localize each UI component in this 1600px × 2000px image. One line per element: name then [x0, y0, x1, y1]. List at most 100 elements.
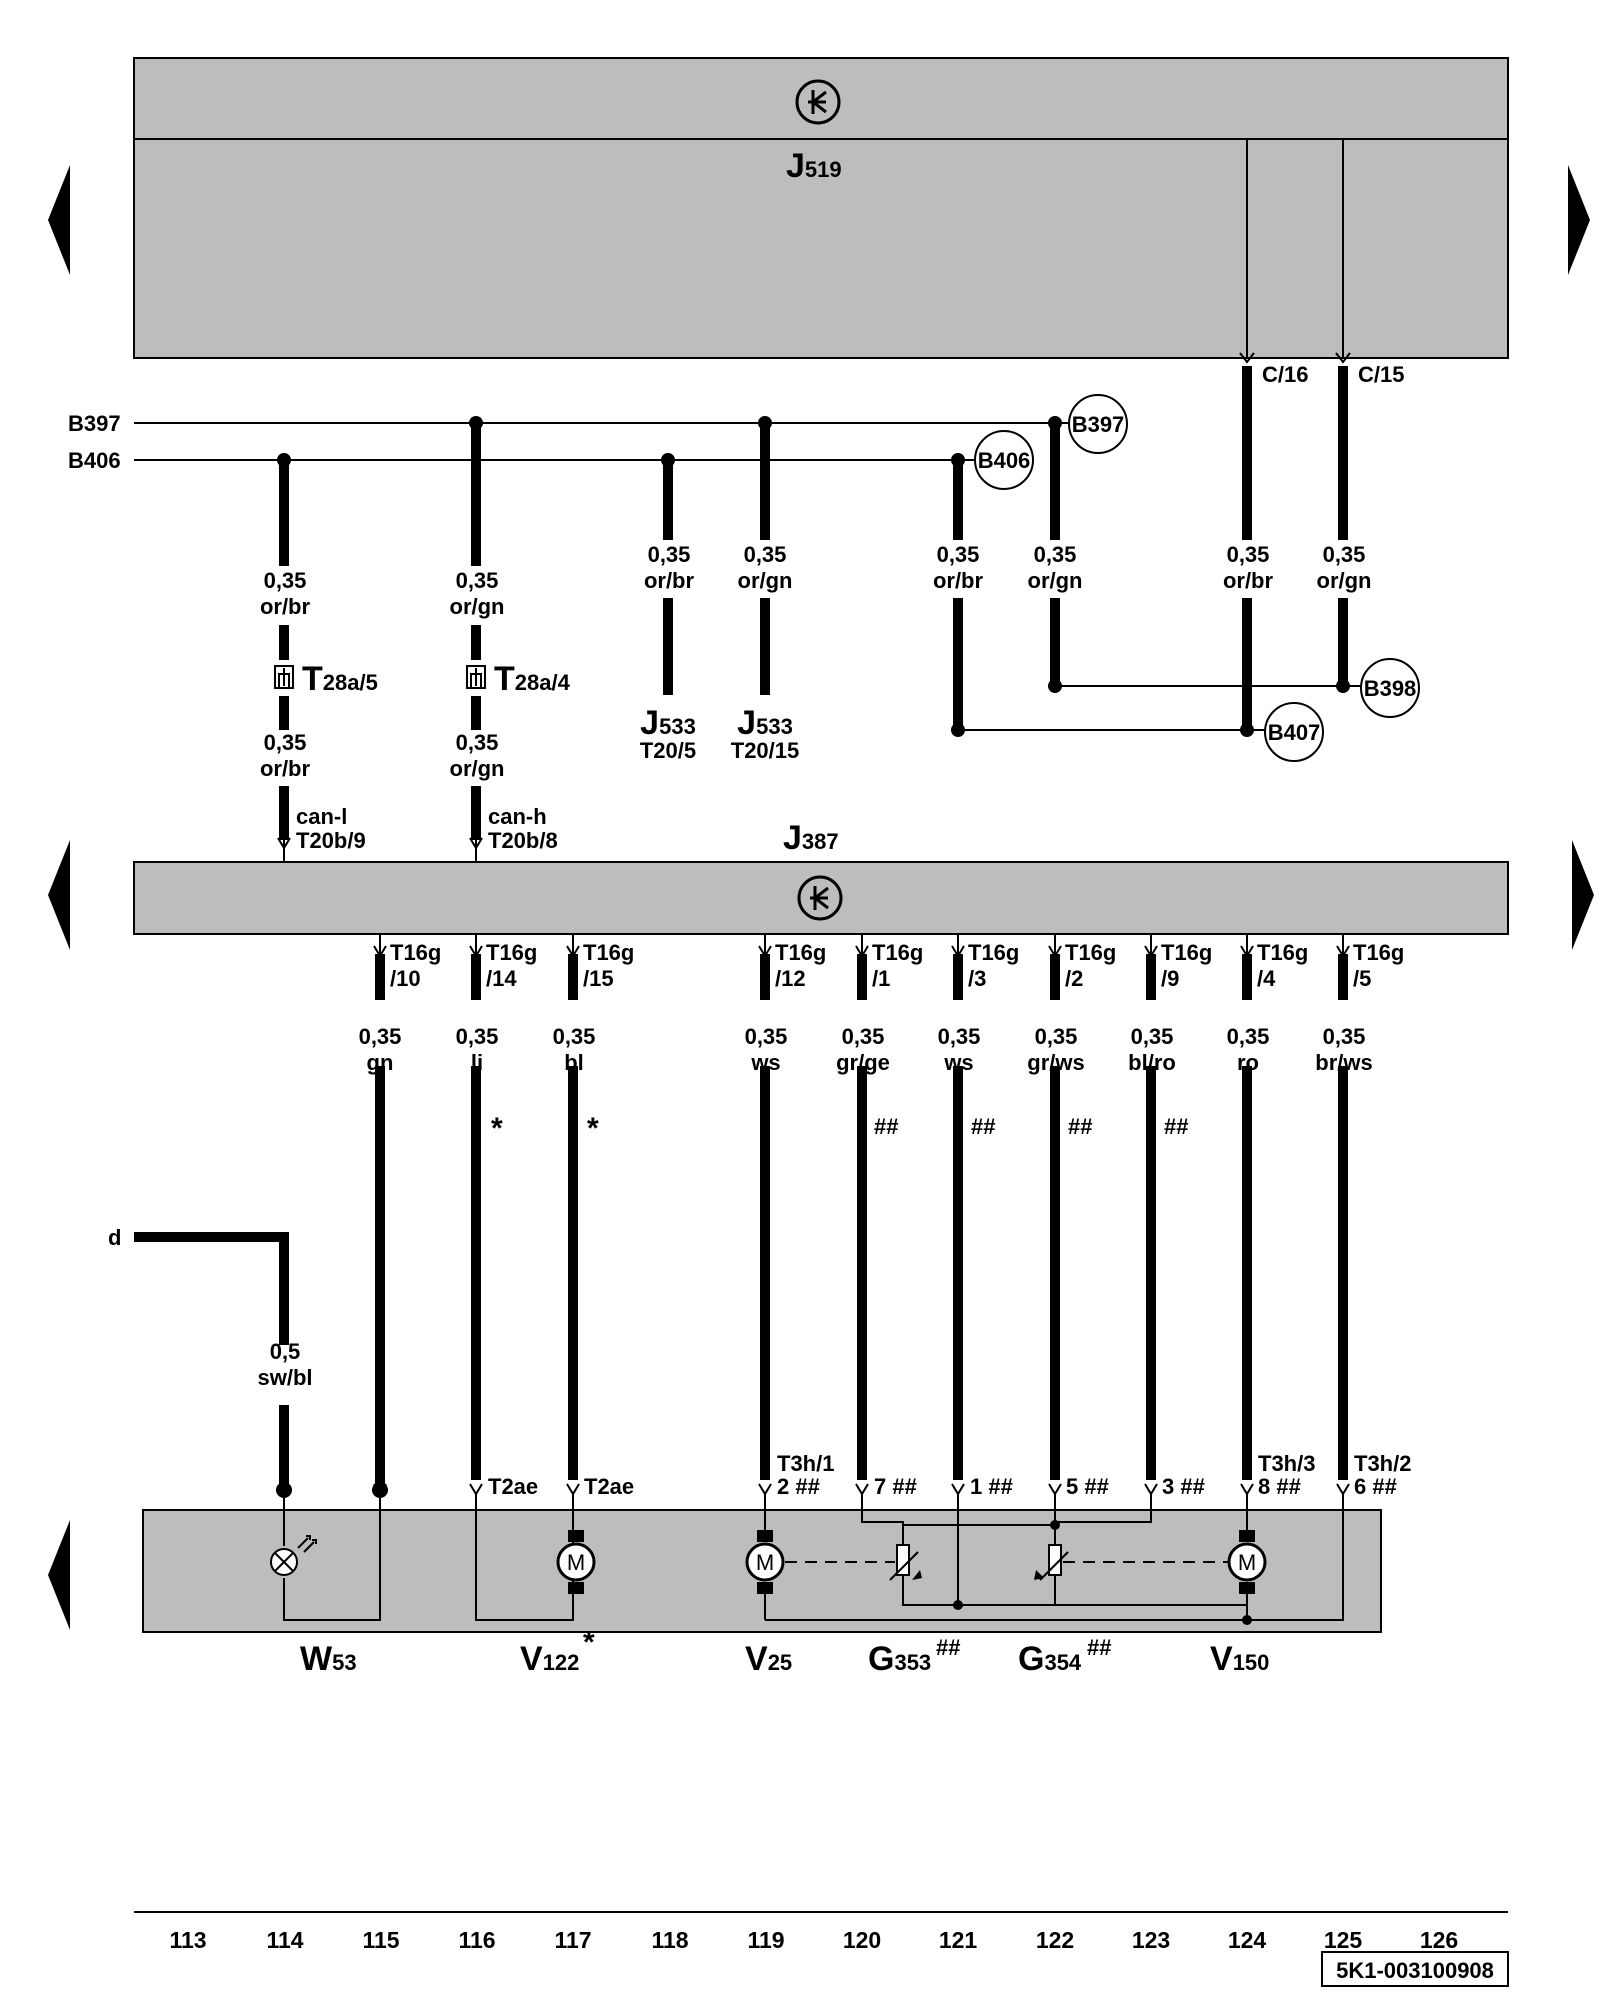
- wire-color: bl: [564, 1050, 584, 1075]
- module-j519: J519: [133, 57, 1509, 359]
- wire-color: or/gn: [1028, 568, 1083, 593]
- j533-label: J533: [640, 704, 696, 742]
- hash-mark: ##: [1164, 1114, 1188, 1139]
- svg-text:M: M: [567, 1550, 585, 1575]
- upper-wires: [279, 366, 1348, 840]
- pin-label: T2ae: [488, 1474, 538, 1499]
- component-v25-label: V25: [745, 1640, 792, 1678]
- d-line-label: d: [108, 1225, 121, 1250]
- wire-size: 0,35: [648, 542, 691, 567]
- column-number: 117: [554, 1927, 591, 1953]
- wire-color: or/br: [644, 568, 695, 593]
- connector-t28a5: T28a/5: [274, 660, 378, 698]
- wire-color: sw/bl: [257, 1365, 312, 1390]
- pin-label: T3h/1: [777, 1451, 834, 1476]
- pin-label: T16g: [1257, 940, 1308, 965]
- column-number: 113: [169, 1927, 206, 1953]
- pin-label: T16g: [775, 940, 826, 965]
- pin-label: 6 ##: [1354, 1474, 1397, 1499]
- page-prev-arrow-top[interactable]: [48, 165, 70, 275]
- wire-size: 0,35: [1323, 542, 1366, 567]
- wire-size: 0,35: [456, 730, 499, 755]
- pin-label: 7 ##: [874, 1474, 917, 1499]
- pin-label: T16g: [1353, 940, 1404, 965]
- connector-t28a4: T28a/4: [466, 660, 571, 698]
- wire-color: gn: [367, 1050, 394, 1075]
- potentiometer-g353-icon: [889, 1544, 922, 1581]
- column-number: 119: [747, 1927, 784, 1953]
- motor-v25-icon: M: [745, 1530, 785, 1594]
- pin-label: 8 ##: [1258, 1474, 1301, 1499]
- svg-text:M: M: [1238, 1550, 1256, 1575]
- j533-pin: T20/5: [640, 738, 696, 763]
- page-next-arrow-top[interactable]: [1568, 165, 1590, 275]
- wire-color: or/gn: [450, 594, 505, 619]
- column-number: 115: [362, 1927, 399, 1953]
- wire-color: or/br: [260, 756, 311, 781]
- pin-label: /2: [1065, 966, 1083, 991]
- pin-label: T16g: [872, 940, 923, 965]
- pin-label: T16g: [390, 940, 441, 965]
- column-number: 123: [1132, 1927, 1170, 1953]
- j519-label: J519: [786, 147, 842, 185]
- potentiometer-g354-icon: [1034, 1544, 1069, 1581]
- column-number: 120: [843, 1927, 881, 1953]
- page-prev-arrow-bottom[interactable]: [48, 1520, 70, 1630]
- component-w53-label: W53: [300, 1640, 357, 1678]
- component-g353-mark: ##: [936, 1635, 960, 1660]
- wire-size: 0,35: [553, 1024, 596, 1049]
- wire-size: 0,35: [1035, 1024, 1078, 1049]
- svg-text:B406: B406: [978, 448, 1031, 473]
- can-h-pin: T20b/8: [488, 828, 558, 853]
- wire-color: ws: [750, 1050, 780, 1075]
- node-b397: B397: [1068, 394, 1128, 454]
- column-number: 121: [939, 1927, 978, 1953]
- component-v122-mark: *: [583, 1626, 595, 1659]
- column-number: 124: [1228, 1927, 1267, 1953]
- svg-text:5K1-003100908: 5K1-003100908: [1336, 1958, 1494, 1983]
- wire-color: bl/ro: [1128, 1050, 1176, 1075]
- wire-size: 0,35: [937, 542, 980, 567]
- wire-size: 0,35: [1034, 542, 1077, 567]
- svg-text:B407: B407: [1268, 720, 1321, 745]
- pin-label: /3: [968, 966, 986, 991]
- lower-wires: [134, 954, 1348, 1490]
- wire-color: or/gn: [450, 756, 505, 781]
- j533-pin: T20/15: [731, 738, 800, 763]
- can-l-pin: T20b/9: [296, 828, 366, 853]
- node-b398: B398: [1360, 658, 1420, 718]
- pin-label: /5: [1353, 966, 1371, 991]
- star-mark: *: [587, 1112, 599, 1145]
- motor-v122-icon: M: [556, 1530, 596, 1594]
- lower-wire-labels: 0,35 gn 0,35 li 0,35 bl 0,35 ws 0,35 gr/…: [257, 1024, 1372, 1390]
- page-next-arrow-middle[interactable]: [1572, 840, 1594, 950]
- wire-size: 0,35: [745, 1024, 788, 1049]
- wire-color: ws: [943, 1050, 973, 1075]
- pin-label: /9: [1161, 966, 1179, 991]
- page-prev-arrow-middle[interactable]: [48, 840, 70, 950]
- bus-b406-label: B406: [68, 448, 121, 473]
- svg-text:B397: B397: [1072, 412, 1125, 437]
- pin-label: /14: [486, 966, 517, 991]
- svg-text:T28a/4: T28a/4: [494, 660, 571, 698]
- wire-marks: * * ## ## ## ##: [491, 1112, 1188, 1145]
- pin-label: /15: [583, 966, 614, 991]
- wire-size: 0,35: [456, 1024, 499, 1049]
- pin-label: T2ae: [584, 1474, 634, 1499]
- component-pin-labels: T2ae T2ae T3h/1 2 ## 7 ## 1 ## 5 ## 3 ##…: [488, 1451, 1411, 1499]
- can-labels: can-l T20b/9 can-h T20b/8: [296, 804, 558, 853]
- pin-label: T3h/2: [1354, 1451, 1411, 1476]
- wire-size: 0,35: [456, 568, 499, 593]
- component-g354-mark: ##: [1087, 1635, 1111, 1660]
- wire-size: 0,35: [744, 542, 787, 567]
- wire-size: 0,35: [938, 1024, 981, 1049]
- j533-label: J533: [737, 704, 793, 742]
- wire-size: 0,35: [1131, 1024, 1174, 1049]
- column-number: 118: [651, 1927, 688, 1953]
- hash-mark: ##: [1068, 1114, 1092, 1139]
- can-l-label: can-l: [296, 804, 347, 829]
- column-number: 114: [266, 1927, 303, 1953]
- component-g354-label: G354: [1018, 1640, 1082, 1678]
- wire-color: or/gn: [1317, 568, 1372, 593]
- wire-color: or/br: [1223, 568, 1274, 593]
